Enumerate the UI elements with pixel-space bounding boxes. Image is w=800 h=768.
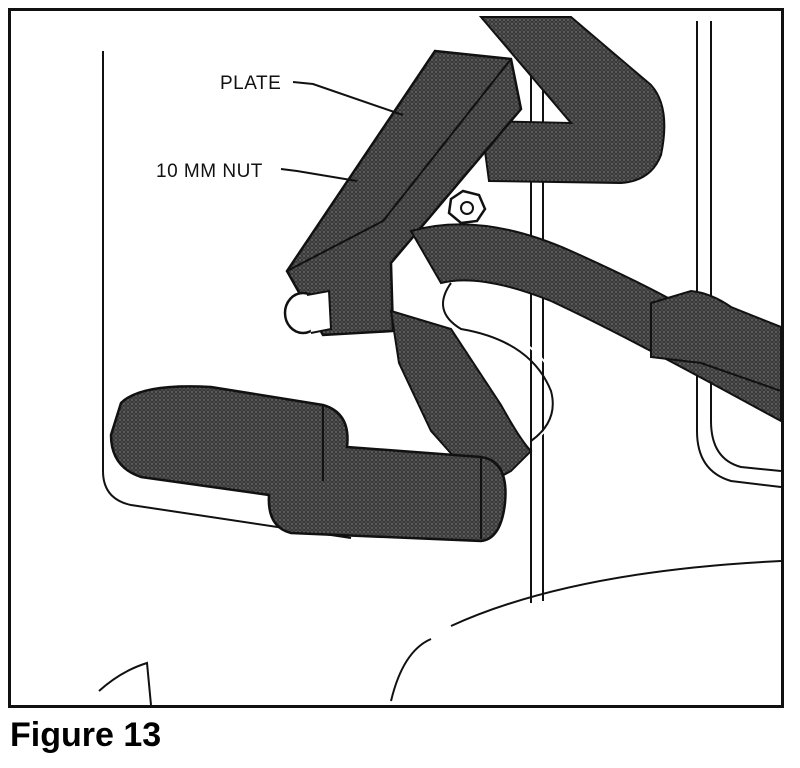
grip-handle bbox=[109, 385, 507, 543]
ten-mm-nut bbox=[447, 189, 487, 225]
spring-wire bbox=[442, 282, 554, 442]
leader-lines bbox=[280, 81, 404, 182]
plate-callout-label: PLATE bbox=[220, 73, 282, 94]
figure-caption: Figure 13 bbox=[10, 716, 162, 754]
upper-bar bbox=[478, 16, 666, 185]
nut-callout-label: 10 MM NUT bbox=[156, 161, 263, 182]
cable bbox=[409, 223, 781, 423]
pivot-pin bbox=[283, 289, 333, 335]
figure-frame: PLATE 10 MM NUT bbox=[8, 8, 784, 708]
background-panel bbox=[98, 21, 781, 705]
cable-sleeve bbox=[650, 289, 781, 393]
hand-brake-illustration bbox=[98, 16, 781, 705]
